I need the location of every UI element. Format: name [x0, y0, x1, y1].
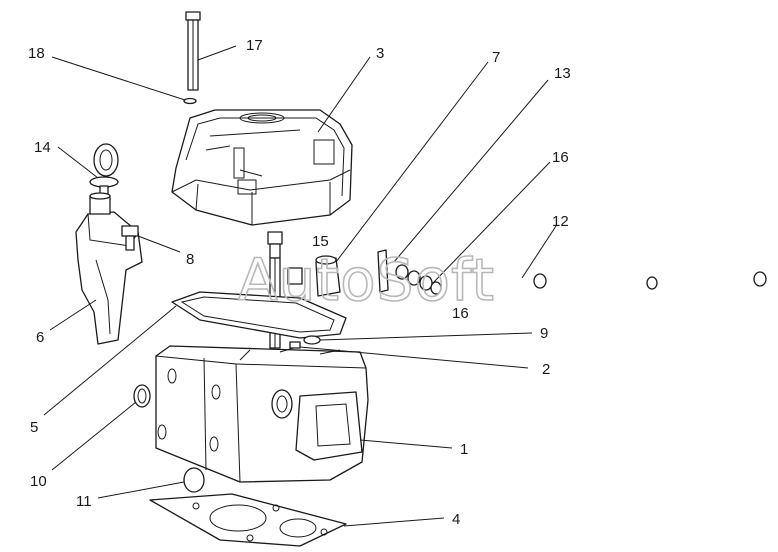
- callout-15: 15: [312, 233, 329, 250]
- part-9-plug: [303, 335, 321, 345]
- part-12-fuel-pipe: [533, 247, 767, 309]
- part-2-seal: [289, 341, 301, 349]
- callout-1: 1: [460, 441, 468, 458]
- part-17-bolt: [185, 11, 201, 91]
- callout-16-upper: 16: [552, 149, 569, 166]
- part-18-washer: [183, 97, 197, 105]
- part-3-valve-cover: [171, 109, 353, 226]
- callout-8: 8: [186, 251, 194, 268]
- part-7-sleeve: [315, 255, 341, 297]
- part-13-fitting: [377, 249, 389, 293]
- callout-5: 5: [30, 419, 38, 436]
- part-6-injector-bracket: [75, 192, 143, 345]
- callout-14: 14: [34, 139, 51, 156]
- part-4-head-gasket: [149, 493, 347, 547]
- callout-3: 3: [376, 45, 384, 62]
- callout-9: 9: [540, 325, 548, 342]
- callout-12: 12: [552, 213, 569, 230]
- part-16-seal-rings: [395, 264, 442, 295]
- callout-17: 17: [246, 37, 263, 54]
- callout-18: 18: [28, 45, 45, 62]
- callout-2: 2: [542, 361, 550, 378]
- part-1-cylinder-head: [155, 345, 369, 483]
- part-11-plug: [183, 467, 205, 493]
- callout-labels: 18 17 3 7 13 16 14 8 15 12 16 6 9 2 5 1 …: [28, 37, 571, 528]
- callout-10: 10: [30, 473, 47, 490]
- part-8-bolt: [121, 225, 139, 251]
- callout-7: 7: [492, 49, 500, 66]
- leader-lines: [43, 45, 557, 527]
- callout-6: 6: [36, 329, 44, 346]
- callout-13: 13: [554, 65, 571, 82]
- callout-4: 4: [452, 511, 460, 528]
- part-14-lifting-eye: [89, 143, 119, 195]
- watermark-text: AutoSoft: [238, 246, 495, 314]
- part-10-ring: [133, 384, 151, 408]
- callout-16-lower: 16: [452, 305, 469, 322]
- callout-11: 11: [76, 493, 92, 510]
- part-5-cover-gasket: [171, 291, 347, 339]
